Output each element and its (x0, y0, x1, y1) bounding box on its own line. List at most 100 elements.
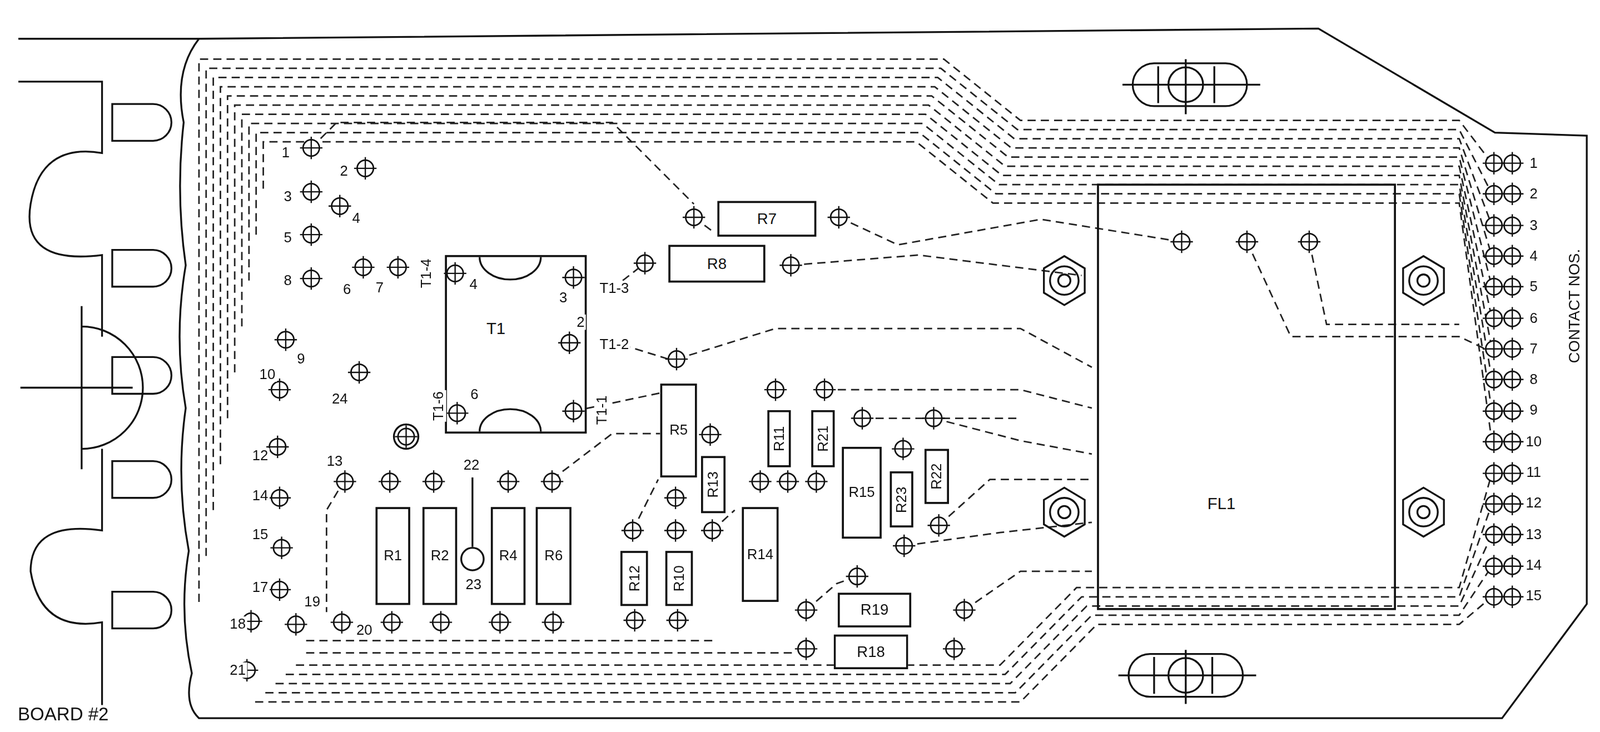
part-label: R4 (497, 548, 520, 564)
pad (813, 378, 836, 401)
pad (562, 266, 585, 289)
jumper-wire (471, 477, 474, 548)
pin-number: 4 (351, 210, 362, 227)
resistor-box: R18 (833, 634, 909, 670)
pad (922, 406, 945, 430)
pad (445, 401, 469, 425)
jumper-pad (461, 548, 484, 571)
contact-pads (1482, 151, 1524, 608)
pad (1501, 245, 1524, 268)
pad (1501, 523, 1524, 546)
resistor-box: R6 (535, 507, 572, 605)
pin-number: 3 (1528, 217, 1539, 233)
pad (666, 609, 689, 632)
pad (274, 328, 297, 351)
pad (851, 406, 874, 430)
pin-number: 23 (464, 577, 483, 593)
part-label: R14 (744, 546, 775, 563)
part-label: R13 (705, 469, 722, 500)
pin-number: 20 (355, 622, 374, 639)
key-hole (20, 306, 143, 470)
pad (892, 534, 916, 558)
part-label: R18 (855, 643, 888, 661)
resistor-box: R10 (665, 550, 694, 606)
pad-group (235, 136, 1321, 682)
pin-number: T1-4 (418, 257, 435, 290)
resistor-box: R21 (811, 410, 835, 468)
resistor-box: R1 (375, 507, 410, 605)
pin-number: 6 (469, 386, 480, 403)
pin-number: 15 (1524, 588, 1543, 604)
pad (348, 361, 371, 384)
pad (664, 519, 687, 542)
pad (1501, 368, 1524, 391)
filter-box: FL1 (1096, 183, 1396, 610)
pad (300, 136, 323, 159)
pad (330, 610, 354, 634)
pad (701, 519, 724, 542)
pin-number: 10 (1524, 433, 1543, 450)
part-label: R5 (667, 422, 690, 439)
pad (284, 613, 307, 636)
pad (1501, 306, 1524, 330)
pin-number: 5 (1528, 279, 1539, 295)
pad (623, 609, 646, 632)
pin-number: 19 (303, 594, 322, 610)
pad (562, 400, 585, 423)
pin-number: 2 (1528, 186, 1539, 202)
pin-number: 5 (282, 230, 293, 246)
pin-number: T1-6 (430, 390, 447, 422)
trace (199, 58, 1493, 702)
part-label: R10 (671, 563, 687, 594)
pad (266, 435, 289, 459)
pad (794, 637, 818, 660)
resistor-box: R22 (924, 449, 949, 505)
resistor-box: R14 (741, 507, 779, 603)
pad (443, 262, 466, 285)
pad (1170, 230, 1193, 253)
pad (1501, 493, 1524, 516)
pad (1501, 461, 1524, 485)
mounting-hardware (1044, 58, 1445, 704)
pad (764, 378, 787, 401)
board-title: BOARD #2 (16, 705, 110, 726)
pin-number: 6 (341, 281, 352, 298)
part-label: FL1 (1205, 495, 1238, 514)
part-label: R15 (846, 484, 877, 501)
pin-number: T1-3 (598, 280, 631, 297)
pad (333, 470, 356, 493)
pad (540, 470, 564, 493)
resistor-box: R2 (422, 507, 457, 605)
part-label: R7 (754, 210, 779, 228)
part-label: R22 (928, 461, 945, 492)
pin-number: 14 (251, 488, 270, 504)
pad (1298, 230, 1321, 253)
pin-number: 2 (575, 314, 586, 331)
pad (394, 425, 417, 448)
pin-number: 1 (1528, 155, 1539, 172)
pin-number: 4 (468, 276, 479, 293)
pad (952, 598, 976, 621)
resistor-box: R4 (490, 507, 526, 605)
pad (1501, 275, 1524, 298)
pad (386, 256, 410, 279)
pin-number: 12 (251, 448, 270, 464)
pad (351, 256, 375, 279)
part-label: R12 (626, 563, 643, 594)
board-outline (18, 28, 1587, 719)
pin-number: 6 (1528, 310, 1539, 326)
pad (268, 578, 291, 601)
part-label: R2 (428, 548, 451, 564)
resistor-box: R7 (717, 201, 817, 237)
pin-number: 9 (295, 351, 306, 367)
pin-number: 3 (282, 189, 293, 205)
pin-number: 12 (1524, 495, 1543, 511)
resistor-box: R8 (668, 245, 765, 283)
pad (422, 470, 445, 493)
pad (497, 470, 520, 493)
pad (1501, 214, 1524, 237)
contact-heading: CONTACT NOS. (1566, 247, 1583, 365)
pin-number: 1 (280, 145, 291, 161)
pad (698, 423, 722, 446)
